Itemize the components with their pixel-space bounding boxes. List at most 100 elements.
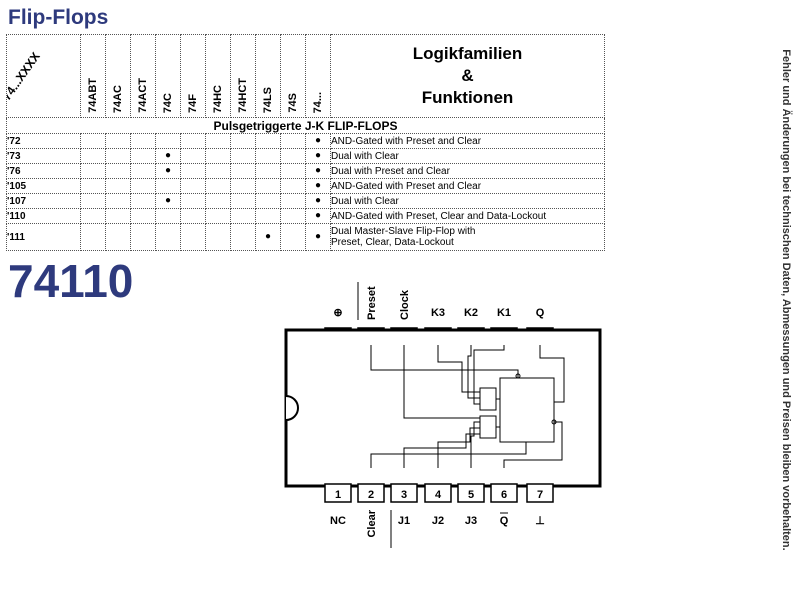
availability-cell <box>205 133 231 149</box>
availability-cell <box>80 163 106 179</box>
type-code: '107 <box>6 193 81 209</box>
pin-7: 7 <box>526 483 554 503</box>
section-row: Pulsgetriggerte J-K FLIP-FLOPS <box>6 117 605 134</box>
availability-cell <box>180 148 206 164</box>
family-header: 74S <box>280 34 306 118</box>
availability-dot-icon: ● <box>314 180 322 191</box>
availability-cell <box>280 133 306 149</box>
type-code: '111 <box>6 223 81 251</box>
family-header: 74C <box>155 34 181 118</box>
pin-number: 3 <box>401 489 407 501</box>
page-title: Flip-Flops <box>8 6 109 29</box>
pin-label: Clock <box>399 289 411 320</box>
availability-cell <box>280 163 306 179</box>
availability-cell <box>255 193 281 209</box>
table-row: '105●AND-Gated with Preset and Clear <box>6 178 605 194</box>
function-description: AND-Gated with Preset and Clear <box>330 133 605 149</box>
logic-family-table: 74...XXXX 74ABT 74AC 74ACT 74C 74F 74HC … <box>6 34 605 251</box>
availability-cell <box>130 163 156 179</box>
family-label: 74AC <box>112 84 124 113</box>
availability-cell <box>130 193 156 209</box>
family-label: 74S <box>287 93 299 113</box>
section-title: Pulsgetriggerte J-K FLIP-FLOPS <box>6 117 605 134</box>
pin-number: 7 <box>537 489 543 501</box>
pin-label: K3 <box>431 307 445 319</box>
availability-cell <box>230 208 256 224</box>
pin-1: 1 <box>324 483 352 503</box>
type-code: '105 <box>6 178 81 194</box>
availability-dot-icon: ● <box>314 231 322 242</box>
availability-cell <box>230 163 256 179</box>
availability-cell: ● <box>155 148 181 164</box>
type-code: '72 <box>6 133 81 149</box>
function-description: Dual with Preset and Clear <box>330 163 605 179</box>
pin-label: K2 <box>464 307 478 319</box>
availability-cell <box>105 178 131 194</box>
availability-cell <box>105 148 131 164</box>
family-label: 74F <box>187 94 199 113</box>
family-label: 74LS <box>262 86 274 113</box>
availability-cell: ● <box>305 223 331 251</box>
description-line: Dual with Preset and Clear <box>331 165 450 177</box>
pin-label: Q <box>536 307 545 319</box>
disclaimer-text: Fehler und Änderungen bei technischen Da… <box>780 49 792 551</box>
availability-cell: ● <box>155 193 181 209</box>
pin-4: 4 <box>424 483 452 503</box>
corner-label: 74...XXXX <box>6 49 43 103</box>
availability-cell <box>130 223 156 251</box>
family-header: 74HC <box>205 34 231 118</box>
table-row: '110●AND-Gated with Preset, Clear and Da… <box>6 208 605 224</box>
availability-cell: ● <box>305 148 331 164</box>
family-header-row: 74...XXXX 74ABT 74AC 74ACT 74C 74F 74HC … <box>6 34 605 118</box>
availability-cell <box>255 208 281 224</box>
pin-label: NC <box>330 515 346 527</box>
pin-label: ⊥ <box>535 515 545 527</box>
description-line: Preset, Clear, Data-Lockout <box>331 237 454 248</box>
availability-dot-icon: ● <box>314 210 322 221</box>
availability-cell <box>155 223 181 251</box>
availability-cell <box>80 133 106 149</box>
availability-cell <box>80 223 106 251</box>
family-label: 74... <box>312 91 324 113</box>
family-header: 74LS <box>255 34 281 118</box>
function-description: Dual with Clear <box>330 193 605 209</box>
description-line: AND-Gated with Preset and Clear <box>331 135 482 147</box>
flip-flop-block <box>499 377 555 443</box>
availability-cell <box>130 133 156 149</box>
availability-cell <box>280 223 306 251</box>
availability-cell <box>205 208 231 224</box>
pin-number: 2 <box>368 489 374 501</box>
family-header: 74ACT <box>130 34 156 118</box>
availability-cell <box>130 148 156 164</box>
pin-label: Preset <box>366 286 378 320</box>
availability-dot-icon: ● <box>264 231 272 242</box>
availability-dot-icon: ● <box>164 195 172 206</box>
availability-cell <box>230 193 256 209</box>
family-header: 74ABT <box>80 34 106 118</box>
part-number: 74110 <box>8 255 134 307</box>
availability-cell <box>255 133 281 149</box>
ic-body <box>284 328 602 488</box>
availability-cell <box>180 178 206 194</box>
pin-number: 1 <box>335 489 341 501</box>
table-row: '72●AND-Gated with Preset and Clear <box>6 133 605 149</box>
availability-cell <box>280 178 306 194</box>
pin-number: 6 <box>501 489 507 501</box>
availability-cell <box>280 193 306 209</box>
availability-cell <box>105 193 131 209</box>
pin-label: ⊕ <box>333 307 342 319</box>
availability-cell <box>105 133 131 149</box>
availability-cell <box>80 193 106 209</box>
pin-label: J1 <box>398 515 410 527</box>
family-header: 74... <box>305 34 331 118</box>
pin-label: Clear <box>366 509 378 537</box>
internal-wiring <box>370 345 565 468</box>
type-code: '110 <box>6 208 81 224</box>
pin-5: 5 <box>457 483 485 503</box>
pin-number: 4 <box>435 489 442 501</box>
availability-cell <box>205 148 231 164</box>
availability-cell <box>105 223 131 251</box>
pin-label: Q <box>500 515 509 527</box>
